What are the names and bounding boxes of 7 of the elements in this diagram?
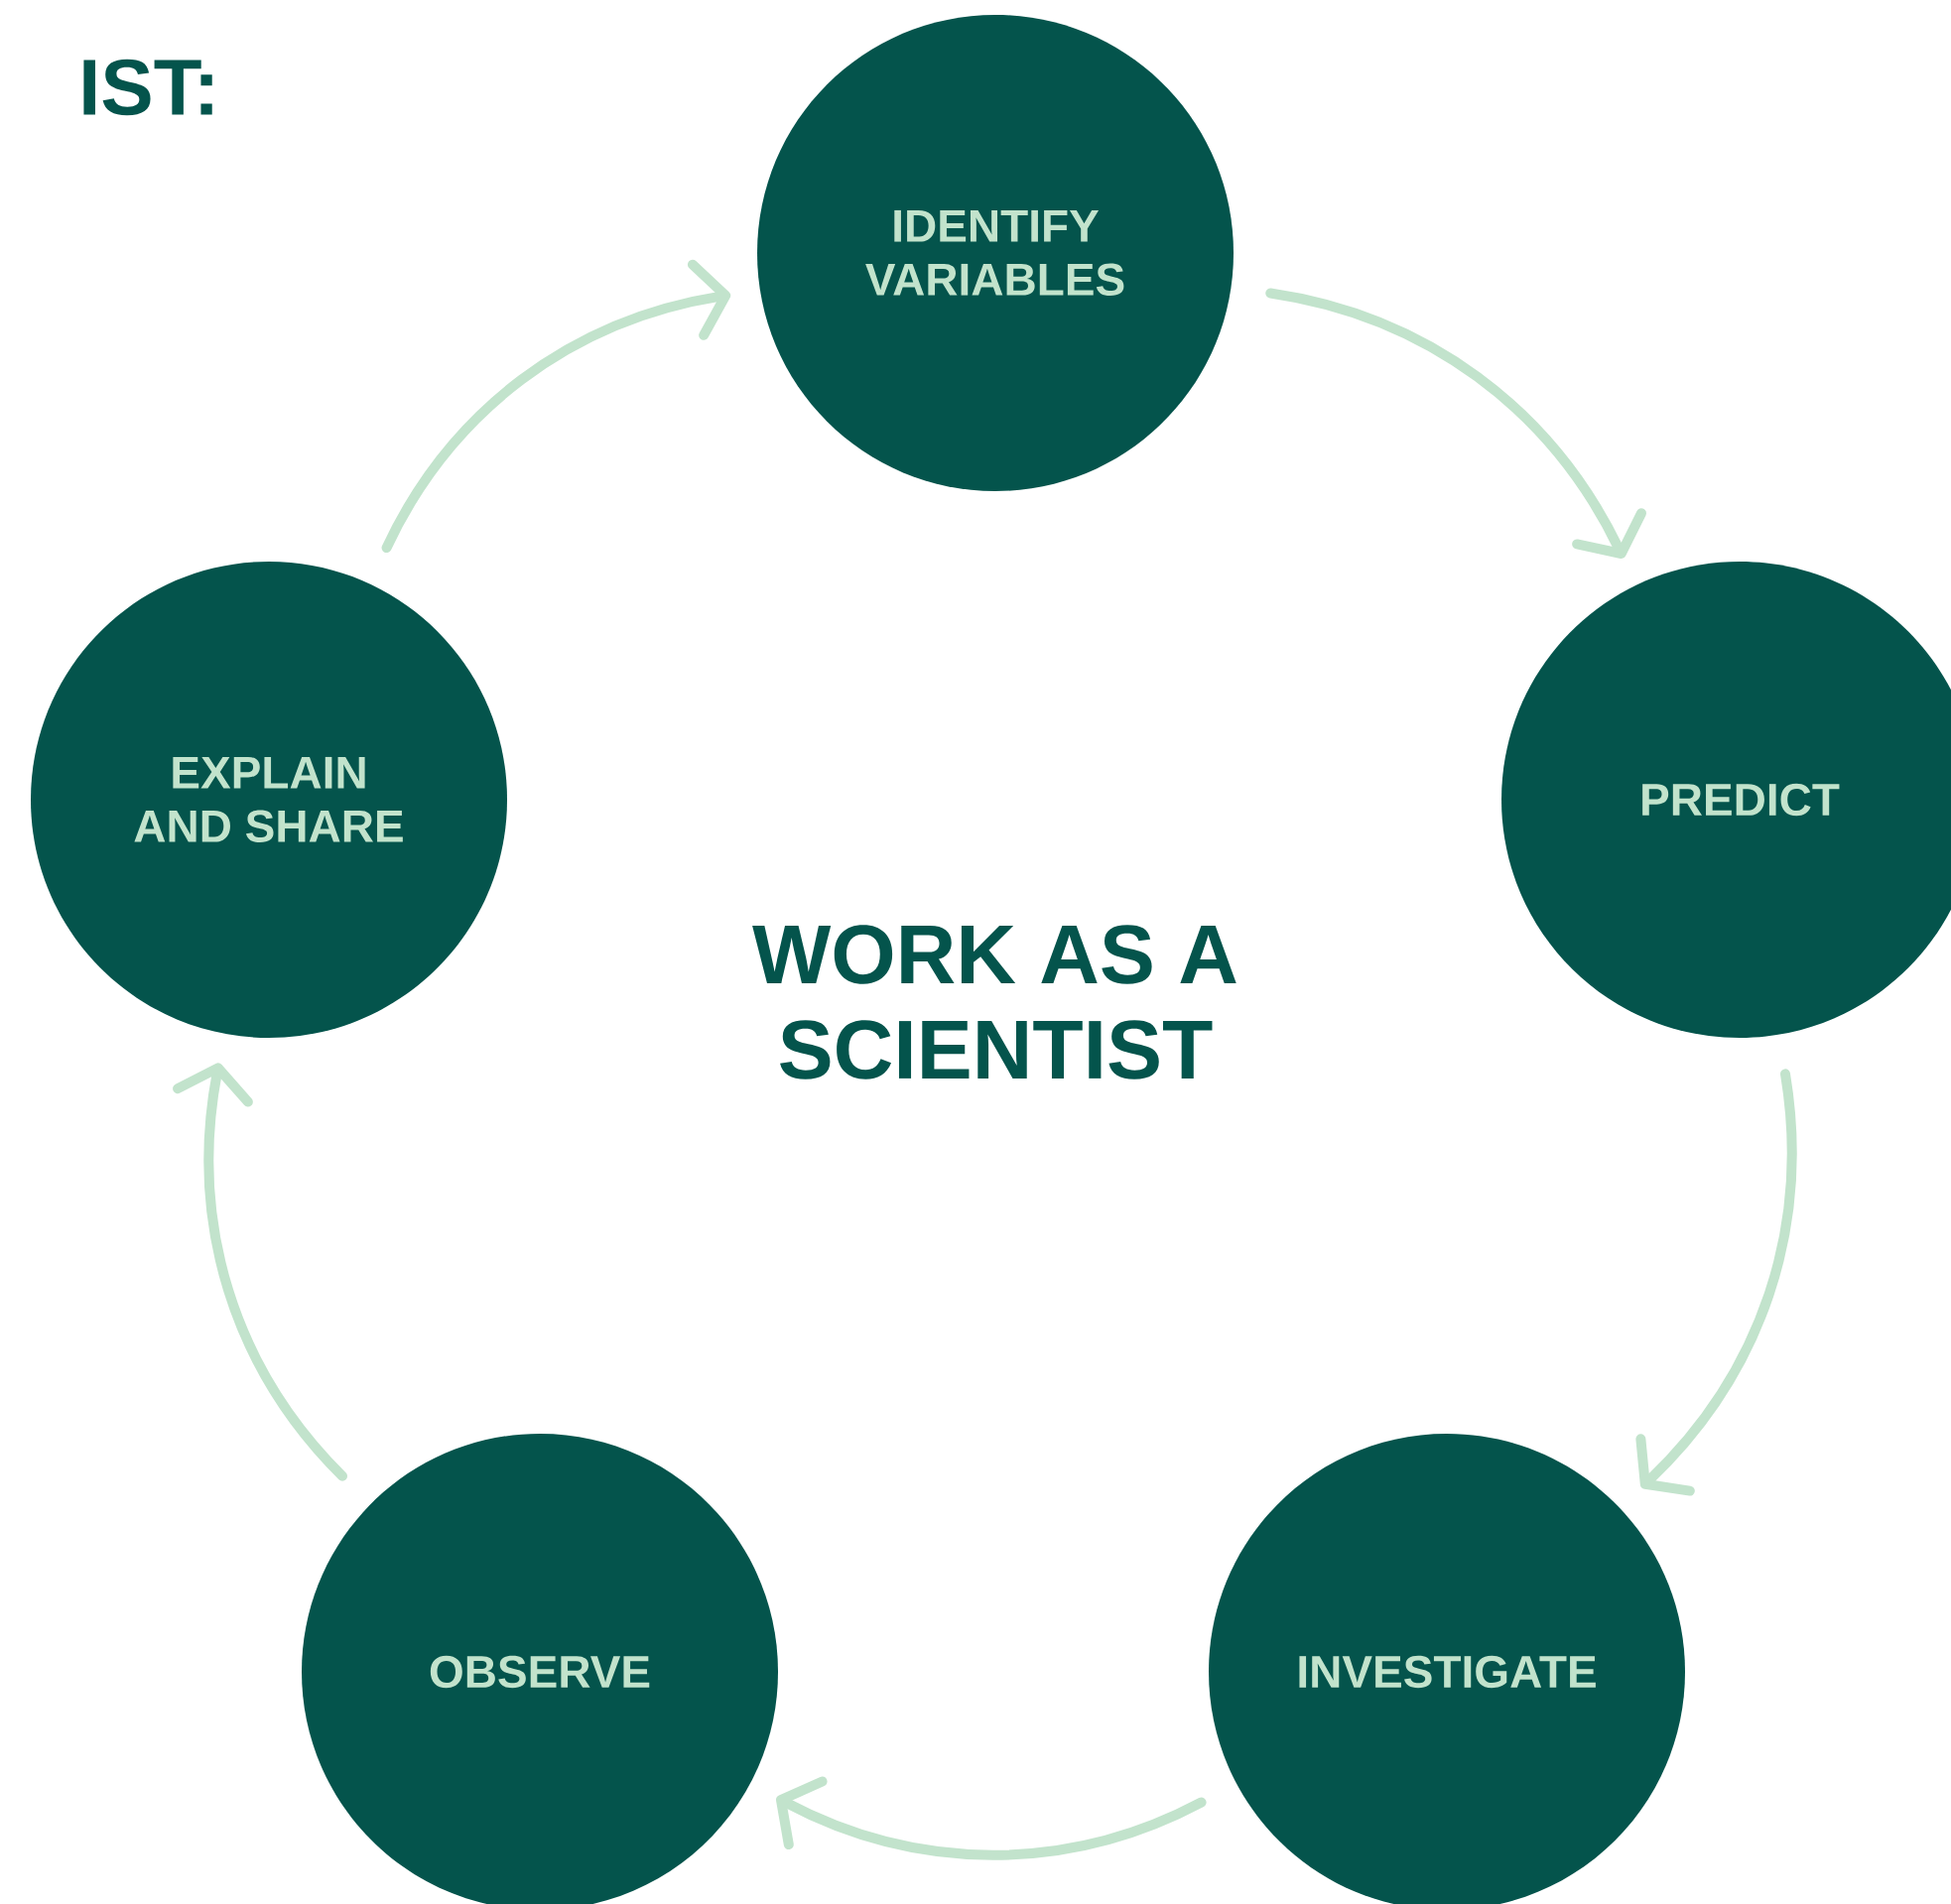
arrow <box>173 1063 347 1481</box>
arrow <box>1265 288 1646 559</box>
arrow <box>776 1776 1207 1860</box>
arrow <box>381 259 731 554</box>
arrow <box>1635 1069 1797 1496</box>
center-title: WORK AS A SCIENTIST <box>752 925 1236 1079</box>
heading-text: IST: <box>83 59 212 116</box>
